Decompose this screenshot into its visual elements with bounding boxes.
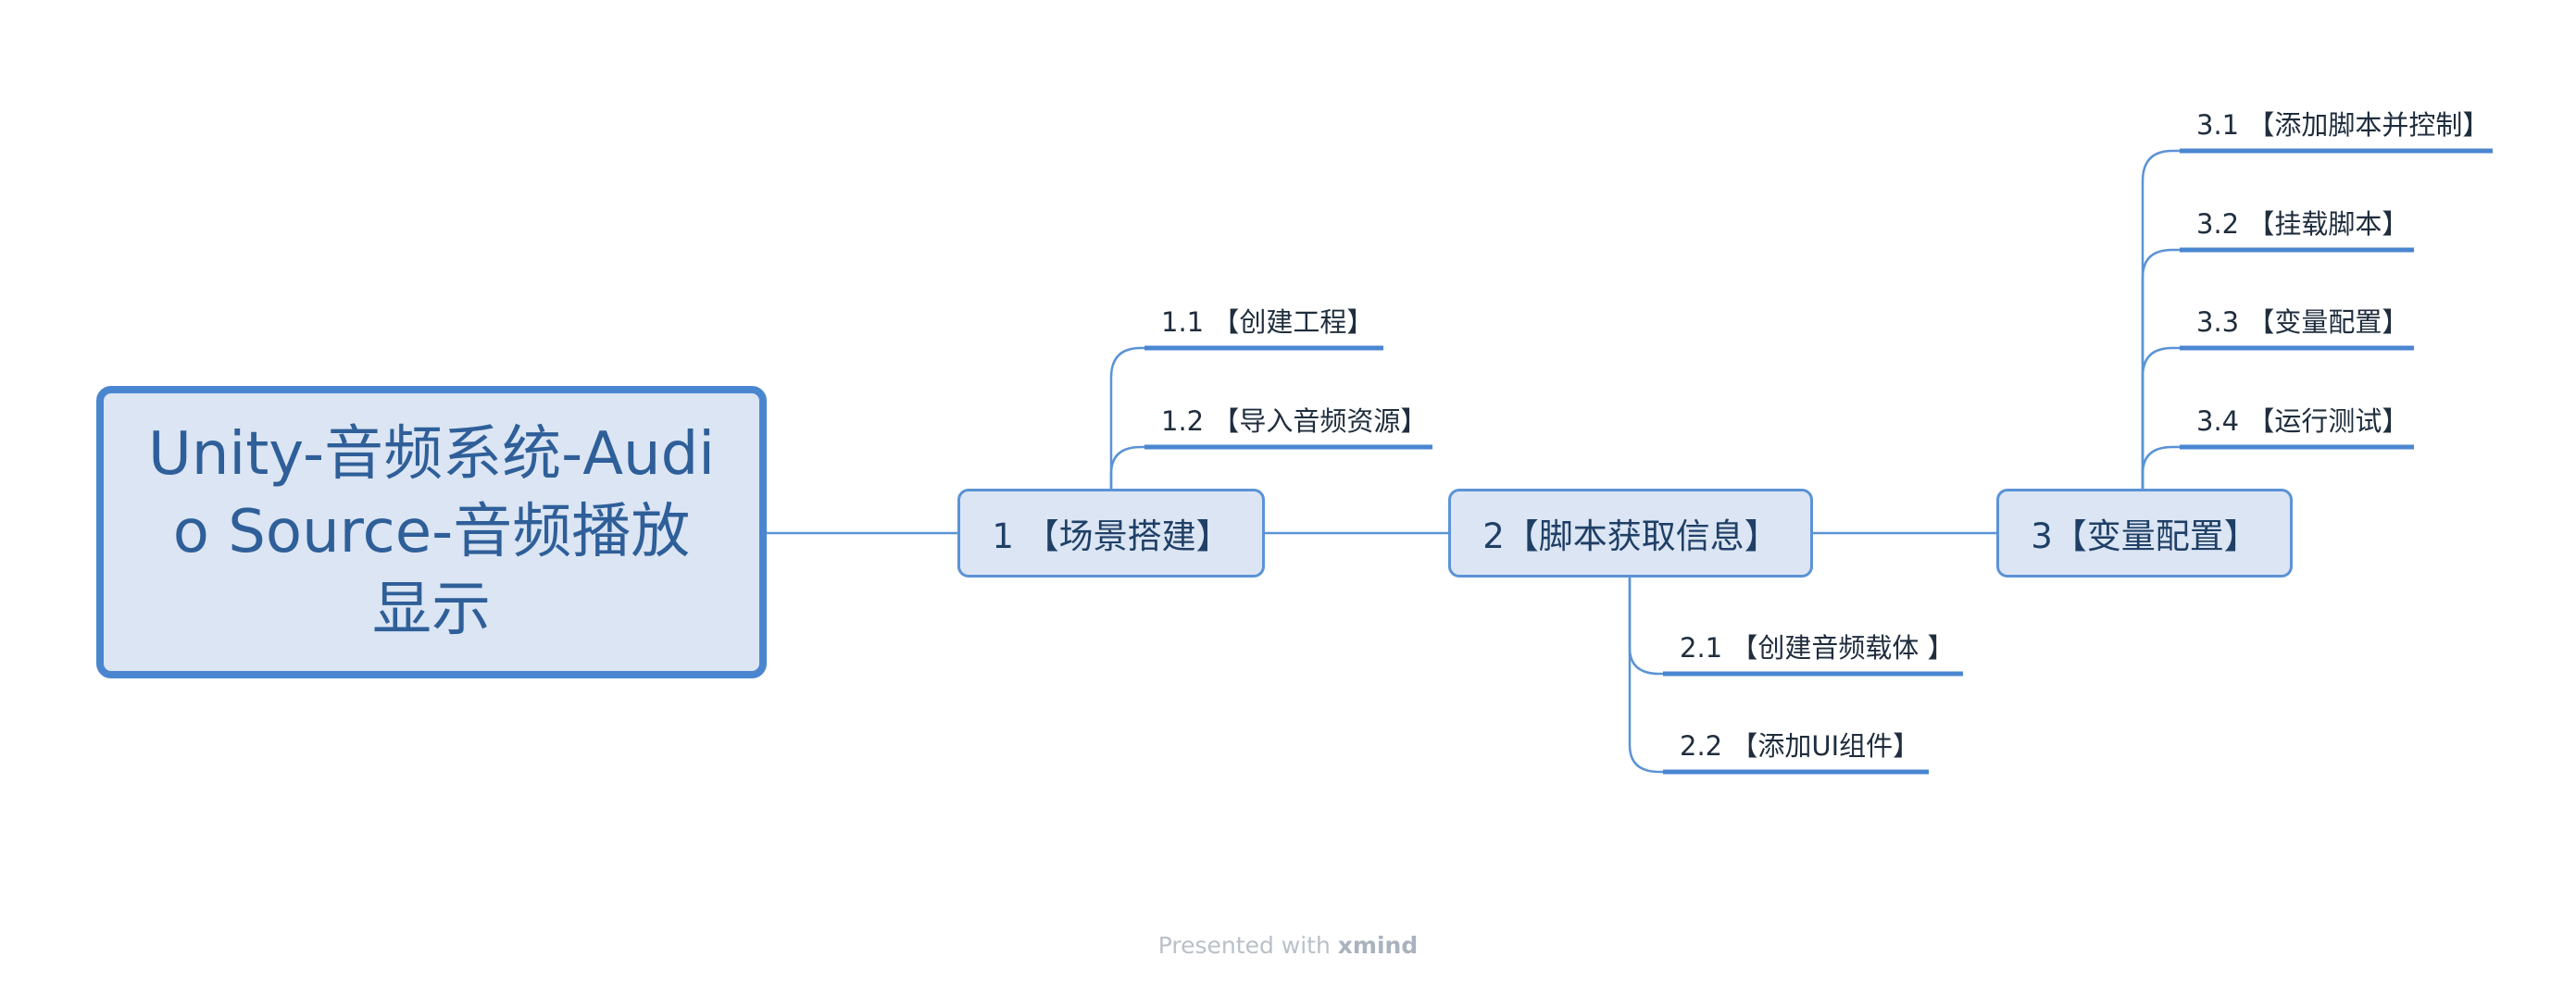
topic-script-info[interactable]: 2【脚本获取信息】 xyxy=(1448,489,1813,578)
subtopic-add-script-control[interactable]: 3.1 【添加脚本并控制】 xyxy=(2196,109,2490,141)
connector-topic3-sub1 xyxy=(2141,149,2183,489)
root-topic[interactable]: Unity-音频系统-Audio Source-音频播放显示 xyxy=(96,386,767,678)
topic-label: 3【变量配置】 xyxy=(2031,516,2258,556)
subtopic-attach-script[interactable]: 3.2 【挂载脚本】 xyxy=(2196,208,2409,240)
subtopic-create-audio-carrier[interactable]: 2.1 【创建音频载体 】 xyxy=(1680,632,1955,664)
xmind-logo-text: xmind xyxy=(1337,932,1419,959)
footer-prefix: Presented with xyxy=(1157,932,1331,959)
connector-topic1-sub1 xyxy=(1109,346,1148,489)
subtopic-add-ui-component[interactable]: 2.2 【添加UI组件】 xyxy=(1680,730,1920,762)
connector-topic2-sub1 xyxy=(1628,578,1667,676)
root-topic-title: Unity-音频系统-Audio Source-音频播放显示 xyxy=(148,420,715,644)
topic-scene-setup[interactable]: 1 【场景搭建】 xyxy=(957,489,1265,578)
subtopic-variable-config[interactable]: 3.3 【变量配置】 xyxy=(2196,306,2409,338)
connector-topic3-sub4 xyxy=(2141,445,2183,489)
connector-topic2-sub2 xyxy=(1628,578,1667,774)
topic-label: 2【脚本获取信息】 xyxy=(1482,516,1779,556)
presented-with-footer: Presented with xmind xyxy=(0,932,2576,959)
subtopic-run-test[interactable]: 3.4 【运行测试】 xyxy=(2196,405,2409,437)
topic-variable-config[interactable]: 3【变量配置】 xyxy=(1996,489,2293,578)
connector-topic3-sub2 xyxy=(2141,248,2183,489)
connector-topic3-sub3 xyxy=(2141,346,2183,489)
subtopic-create-project[interactable]: 1.1 【创建工程】 xyxy=(1161,306,1374,338)
topic-label: 1 【场景搭建】 xyxy=(992,516,1231,556)
connector-topic1-sub2 xyxy=(1109,445,1148,489)
subtopic-import-audio[interactable]: 1.2 【导入音频资源】 xyxy=(1161,405,1428,437)
